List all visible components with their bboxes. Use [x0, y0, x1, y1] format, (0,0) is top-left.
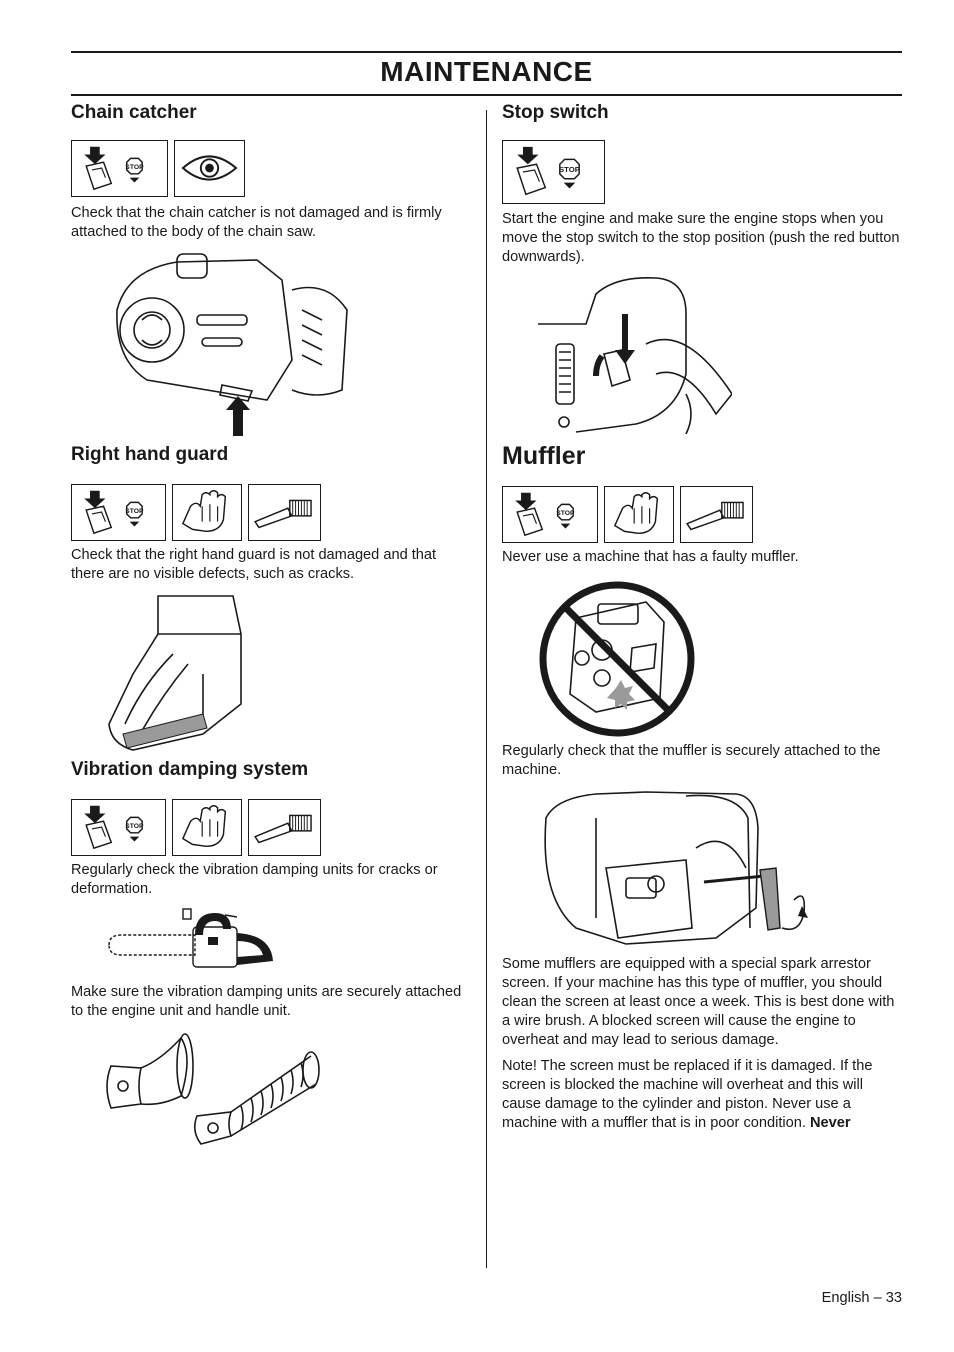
muffler-attachment-illustration	[536, 788, 810, 950]
right-hand-guard-heading: Right hand guard	[71, 444, 229, 465]
stop-label: STOP	[125, 508, 144, 515]
glove-icon	[172, 799, 242, 856]
page-footer: English – 33	[821, 1290, 902, 1306]
stop-switch-icon: STOP	[71, 140, 168, 197]
muffler-text-1: Never use a machine that has a faulty mu…	[502, 549, 799, 565]
stop-switch-icon: STOP	[502, 140, 605, 204]
stop-switch-illustration	[536, 274, 732, 434]
muffler-text-4-bold: Never	[809, 1115, 851, 1131]
chain-catcher-heading: Chain catcher	[71, 102, 197, 123]
glove-icon	[604, 486, 674, 543]
stop-label: STOP	[125, 164, 144, 171]
glove-icon	[172, 484, 242, 541]
muffler-icons: STOP	[502, 486, 753, 543]
stop-label: STOP	[125, 823, 144, 830]
chain-catcher-illustration	[107, 250, 367, 440]
page-title: MAINTENANCE	[380, 56, 593, 87]
vibration-text-2: Make sure the vibration damping units ar…	[71, 984, 462, 1019]
muffler-heading: Muffler	[502, 442, 586, 470]
stop-switch-icons: STOP	[502, 140, 605, 204]
stop-label: STOP	[556, 510, 575, 517]
muffler-text-2: Regularly check that the muffler is secu…	[502, 743, 881, 778]
eye-icon	[174, 140, 245, 197]
stop-switch-text: Start the engine and make sure the engin…	[502, 211, 900, 265]
brush-icon	[248, 799, 321, 856]
chainsaw-overview-illustration	[105, 905, 275, 977]
vibration-icons: STOP	[71, 799, 321, 856]
stop-switch-icon: STOP	[71, 484, 166, 541]
chain-catcher-icons: STOP	[71, 140, 245, 197]
brush-icon	[248, 484, 321, 541]
header-rule-bottom	[71, 94, 902, 96]
faulty-muffler-prohibited-illustration	[536, 578, 698, 740]
stop-label: STOP	[559, 165, 580, 174]
right-hand-guard-icons: STOP	[71, 484, 321, 541]
stop-switch-icon: STOP	[71, 799, 166, 856]
stop-switch-icon: STOP	[502, 486, 598, 543]
muffler-text-4: Note! The screen must be replaced if it …	[502, 1057, 902, 1133]
column-divider	[486, 110, 487, 1268]
right-hand-guard-illustration	[103, 594, 253, 754]
stop-switch-heading: Stop switch	[502, 102, 609, 123]
right-hand-guard-text: Check that the right hand guard is not d…	[71, 547, 437, 582]
muffler-text-3: Some mufflers are equipped with a specia…	[502, 956, 895, 1048]
header-rule-top	[71, 51, 902, 53]
vibration-text-1: Regularly check the vibration damping un…	[71, 862, 438, 897]
muffler-text-4-main: Note! The screen must be replaced if it …	[502, 1058, 873, 1131]
chain-catcher-text: Check that the chain catcher is not dama…	[71, 205, 442, 240]
damping-units-illustration	[101, 1026, 321, 1148]
brush-icon	[680, 486, 753, 543]
vibration-heading: Vibration damping system	[71, 759, 309, 780]
